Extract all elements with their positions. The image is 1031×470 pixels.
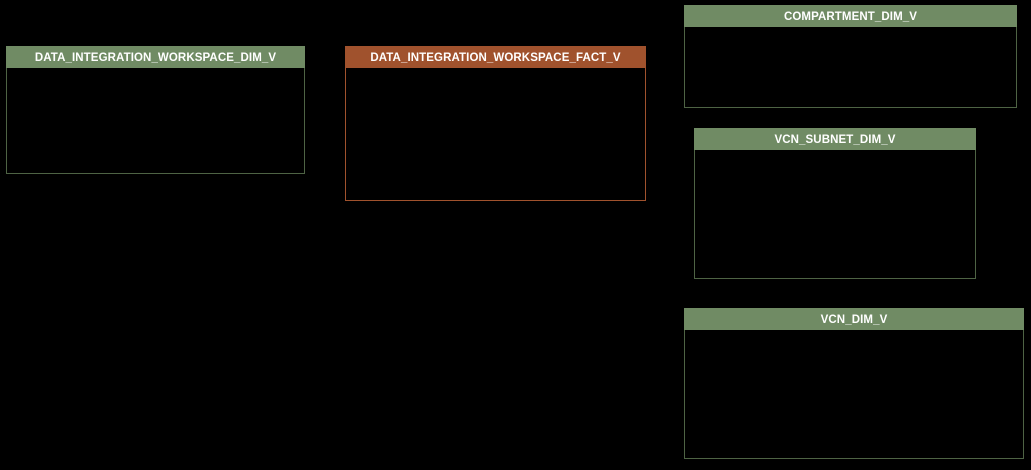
entity-header-vcn-subnet-dim-v: VCN_SUBNET_DIM_V [694, 128, 976, 150]
entity-body-compartment-dim-v [684, 27, 1017, 108]
entity-header-compartment-dim-v: COMPARTMENT_DIM_V [684, 5, 1017, 27]
entity-box-data-integration-workspace-dim-v[interactable]: DATA_INTEGRATION_WORKSPACE_DIM_V [6, 46, 305, 174]
entity-header-vcn-dim-v: VCN_DIM_V [684, 308, 1024, 330]
entity-header-data-integration-workspace-dim-v: DATA_INTEGRATION_WORKSPACE_DIM_V [6, 46, 305, 68]
entity-body-vcn-dim-v [684, 330, 1024, 459]
entity-box-vcn-dim-v[interactable]: VCN_DIM_V [684, 308, 1024, 459]
entity-box-data-integration-workspace-fact-v[interactable]: DATA_INTEGRATION_WORKSPACE_FACT_V [345, 46, 646, 201]
entity-body-data-integration-workspace-fact-v [345, 68, 646, 201]
entity-body-data-integration-workspace-dim-v [6, 68, 305, 174]
entity-body-vcn-subnet-dim-v [694, 150, 976, 279]
entity-header-data-integration-workspace-fact-v: DATA_INTEGRATION_WORKSPACE_FACT_V [345, 46, 646, 68]
entity-box-compartment-dim-v[interactable]: COMPARTMENT_DIM_V [684, 5, 1017, 108]
entity-box-vcn-subnet-dim-v[interactable]: VCN_SUBNET_DIM_V [694, 128, 976, 279]
